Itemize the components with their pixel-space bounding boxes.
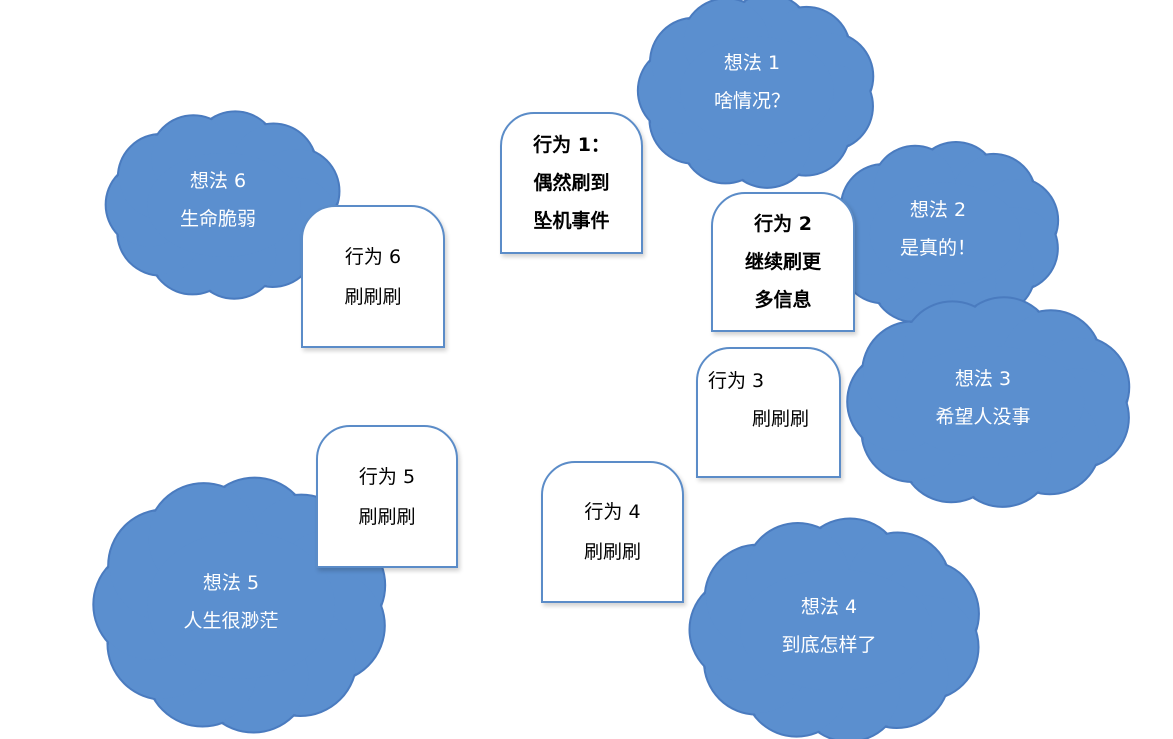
thought-4-text: 到底怎样了 xyxy=(781,634,877,656)
action-1-title: 行为 1： xyxy=(533,134,610,156)
action-box-4: 行为 4 刷刷刷 xyxy=(541,461,684,603)
action-1-line-2: 偶然刷到 xyxy=(533,172,610,194)
action-2-line-2: 继续刷更 xyxy=(744,251,821,273)
action-box-5: 行为 5 刷刷刷 xyxy=(316,425,458,568)
action-box-3: 行为 3 刷刷刷 xyxy=(696,347,841,478)
thought-cloud-4 xyxy=(688,517,980,739)
thought-3-title: 想法 3 xyxy=(954,368,1012,390)
thought-3-text: 希望人没事 xyxy=(935,406,1031,428)
thought-2-title: 想法 2 xyxy=(909,199,967,221)
thought-1-title: 想法 1 xyxy=(723,52,781,74)
action-4-title: 行为 4 xyxy=(584,501,641,523)
thought-4-title: 想法 4 xyxy=(800,596,858,618)
action-4-line-2: 刷刷刷 xyxy=(583,541,641,563)
thought-6-title: 想法 6 xyxy=(189,170,247,192)
action-1-line-3: 坠机事件 xyxy=(533,210,610,232)
action-2-line-3: 多信息 xyxy=(754,289,812,311)
action-5-line-2: 刷刷刷 xyxy=(358,505,416,528)
thought-1-label: 想法 1 啥情况？ xyxy=(714,44,790,120)
thought-4-label: 想法 4 到底怎样了 xyxy=(781,588,876,664)
action-2-title: 行为 2 xyxy=(754,213,812,235)
action-6-title: 行为 6 xyxy=(344,245,402,268)
thought-cloud-1 xyxy=(636,0,875,189)
thought-5-text: 人生很渺茫 xyxy=(183,610,279,632)
thought-6-label: 想法 6 生命脆弱 xyxy=(180,162,256,238)
thought-3-label: 想法 3 希望人没事 xyxy=(935,360,1030,436)
thought-2-text: 是真的！ xyxy=(899,237,977,259)
action-5-title: 行为 5 xyxy=(358,465,416,488)
thought-cloud-3 xyxy=(846,296,1131,508)
action-box-1: 行为 1： 偶然刷到 坠机事件 xyxy=(500,112,643,254)
thought-6-text: 生命脆弱 xyxy=(179,208,257,230)
thought-cloud-6 xyxy=(104,110,341,300)
action-6-line-2: 刷刷刷 xyxy=(344,285,402,308)
thought-5-title: 想法 5 xyxy=(202,572,260,594)
thought-2-label: 想法 2 是真的！ xyxy=(900,191,976,267)
action-box-6: 行为 6 刷刷刷 xyxy=(301,205,445,348)
action-3-title: 行为 3 xyxy=(708,370,765,392)
thought-5-label: 想法 5 人生很渺茫 xyxy=(183,564,278,640)
thought-1-text: 啥情况？ xyxy=(713,90,791,112)
action-3-line-2: 刷刷刷 xyxy=(752,408,810,430)
action-box-2: 行为 2 继续刷更 多信息 xyxy=(711,192,855,332)
